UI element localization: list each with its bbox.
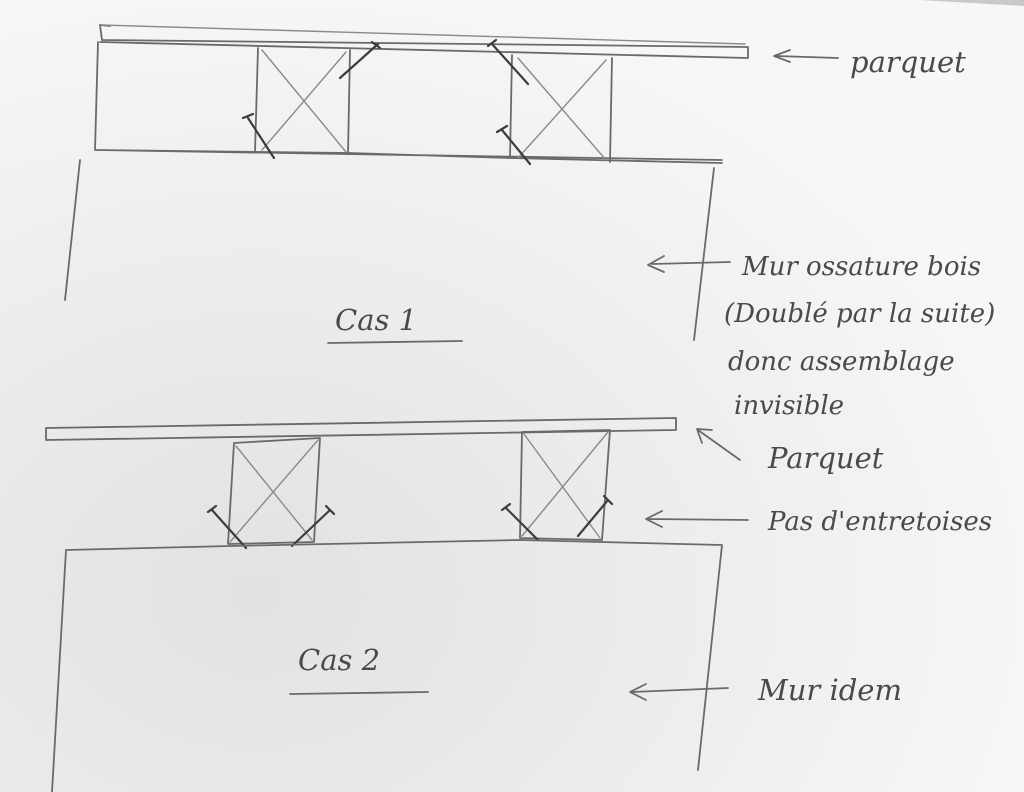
case1-wall-label-line2: (Doublé par la suite): [724, 299, 995, 329]
case1-joist-row: [94, 41, 723, 164]
case2-wall-label: Mur idem: [757, 673, 902, 707]
case1-wall-label-line3: donc assemblage: [728, 347, 955, 377]
case1-drawing: Cas 1 parquet Mur ossature bois (Doublé …: [64, 24, 995, 421]
case2-title-underline: [289, 691, 429, 695]
case1-arrow-floor: [773, 49, 839, 63]
case2-screw-1: [206, 504, 248, 550]
case1-wall: [64, 159, 715, 341]
case2-joist-1-cross: [229, 439, 319, 543]
case2-arrow-wall: [629, 683, 729, 701]
case1-joist-1: [261, 49, 347, 153]
case1-divider-2: [347, 49, 351, 155]
case2-wall: [51, 539, 723, 792]
case1-divider-4: [609, 57, 613, 163]
case2-bracing-label: Pas d'entretoises: [767, 507, 992, 537]
page-corner-shadow: [920, 0, 1024, 6]
case1-arrow-wall: [647, 255, 731, 273]
case1-joist-2: [517, 57, 607, 161]
case2-arrow-bracing: [645, 510, 749, 528]
case1-screw-4: [495, 124, 532, 166]
case1-screw-2: [241, 112, 276, 160]
case2-joist-1: [227, 437, 321, 545]
case1-wall-label-line4: invisible: [734, 391, 844, 421]
case1-screw-1: [338, 40, 382, 80]
case2-joist-2: [519, 429, 611, 541]
case2-screw-2: [290, 504, 336, 548]
case2-arrow-floor: [696, 428, 741, 461]
case2-drawing: Cas 2 Parquet Pas d'entretoises Mur idem: [45, 417, 992, 792]
case2-joist-2-cross: [521, 431, 609, 539]
case1-floor-label: parquet: [850, 45, 966, 79]
case2-screw-3: [500, 502, 540, 542]
case2-floor-board: [45, 417, 677, 441]
case1-divider-1: [254, 47, 259, 153]
case1-screw-3: [486, 38, 530, 86]
case1-floor-board-top: [101, 24, 746, 45]
case2-floor-label: Parquet: [767, 441, 884, 475]
case1-title-underline: [327, 340, 463, 344]
case1-wall-label-line1: Mur ossature bois: [741, 252, 981, 282]
case1-title: Cas 1: [335, 303, 417, 337]
case2-screw-4: [576, 494, 614, 538]
case2-title: Cas 2: [298, 643, 380, 677]
